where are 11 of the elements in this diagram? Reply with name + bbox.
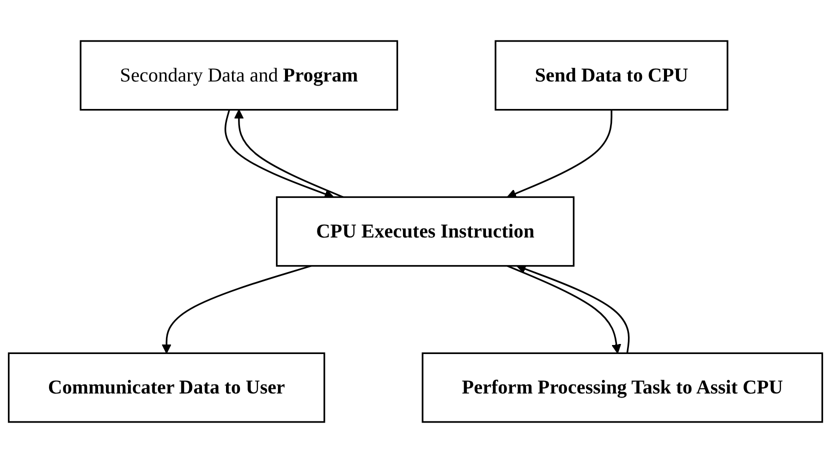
node-box: Send Data to CPU (494, 40, 728, 111)
node-box: Perform Processing Task to Assit CPU (422, 352, 824, 423)
node-box: CPU Executes Instruction (276, 196, 574, 267)
arrow (162, 265, 312, 354)
arrow (506, 265, 622, 354)
arrow (506, 110, 612, 198)
arrow (516, 264, 630, 354)
arrow (224, 110, 334, 199)
arrow (234, 109, 344, 198)
node-box: Communicater Data to User (8, 352, 326, 423)
node-box: Secondary Data and Program (80, 40, 398, 111)
